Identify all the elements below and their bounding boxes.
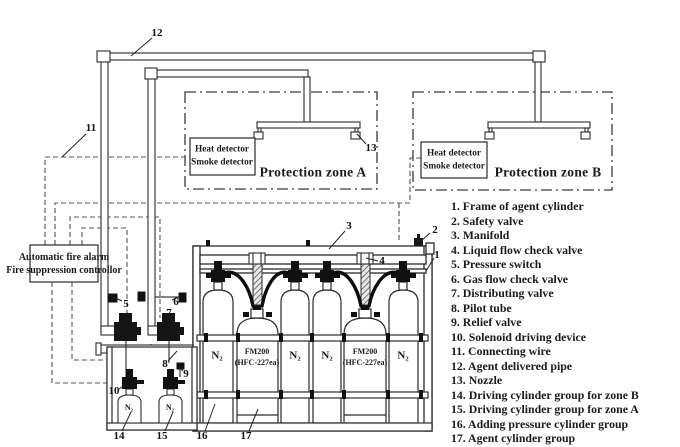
zone-a-border	[184, 91, 378, 190]
callout-17: 17	[240, 430, 252, 442]
legend-item: 2. Safety valve	[451, 213, 524, 228]
liquid-flow-check-valves	[248, 252, 374, 265]
controller-label-line1: Automatic fire alarm	[18, 252, 110, 263]
legend-item: 3. Manifold	[451, 228, 510, 242]
safety-valve	[414, 234, 423, 246]
zone-b-smoke-detector-label: Smoke detector	[423, 161, 485, 172]
callout-16: 16	[196, 430, 208, 442]
legend-item: 14. Driving cylinder group for zone B	[451, 387, 639, 402]
nozzle-icon	[580, 131, 591, 140]
callout-12: 12	[151, 27, 163, 39]
fm200-label-line1: FM200	[244, 347, 270, 356]
callout-5: 5	[123, 298, 129, 310]
fm200-top-fittings	[243, 304, 380, 317]
legend-item: 15. Driving cylinder group for zone A	[451, 402, 639, 416]
fm200-label-line2: (HFC-227ea)	[342, 358, 388, 367]
fm200-label-line1: FM200	[352, 347, 378, 356]
legend-item: 8. Pilot tube	[451, 300, 512, 315]
legend-item: 16. Adding pressure cylinder group	[451, 416, 629, 431]
legend-item: 17. Agent cylinder group	[451, 431, 576, 445]
manifold	[199, 254, 427, 265]
callout-4: 4	[379, 255, 385, 267]
callout-13: 13	[365, 142, 377, 154]
callout-14: 14	[113, 430, 125, 442]
n2-cylinder-valves	[206, 261, 416, 282]
legend-item: 1. Frame of agent cylinder	[451, 199, 584, 213]
callout-7: 7	[166, 307, 172, 319]
n2-cylinder-label: N₂	[321, 349, 333, 362]
n2-cylinder-label: N₂	[211, 349, 223, 362]
n2-cylinder-label: N₂	[397, 349, 409, 362]
legend-item: 6. Gas flow check valve	[451, 271, 568, 286]
driving-cylinders	[117, 341, 183, 424]
callout-11: 11	[85, 122, 97, 134]
legend-item: 5. Pressure switch	[451, 257, 542, 271]
nozzle-icon	[350, 131, 361, 140]
callout-6: 6	[173, 296, 179, 308]
driving-n2-label: N₂	[165, 403, 175, 412]
pressure-switch	[107, 293, 118, 303]
driving-n2-label: N₂	[124, 403, 134, 412]
callout-1: 1	[434, 249, 440, 261]
callout-9: 9	[183, 368, 189, 380]
legend-item: 10. Solenoid driving device	[451, 329, 587, 344]
controller-box	[29, 244, 99, 283]
legend-item: 9. Relief valve	[451, 315, 522, 329]
callout-8: 8	[162, 358, 168, 370]
callout-2: 2	[432, 224, 438, 236]
agent-delivered-pipes	[95, 50, 546, 356]
rail-bolts	[204, 240, 423, 399]
zone-b-border	[412, 91, 613, 191]
zone-a-heat-detector-label: Heat detector	[195, 144, 249, 155]
legend-item: 13. Nozzle	[451, 373, 503, 387]
nozzle-tree-zone-a	[253, 121, 361, 140]
connecting-wires	[44, 156, 421, 384]
fm200-label-line2: (HFC-227ea)	[234, 358, 280, 367]
hoses	[222, 270, 400, 308]
nozzle-tree-zone-b	[484, 121, 591, 140]
legend-item: 4. Liquid flow check valve	[451, 242, 583, 257]
distributing-valves	[114, 313, 184, 341]
legend-item: 7. Distributing valve	[451, 286, 554, 300]
adding-pressure-cylinders	[202, 281, 419, 424]
callout-10: 10	[108, 385, 120, 397]
solenoid-driving-devices	[122, 369, 185, 389]
zone-b-heat-detector-label: Heat detector	[427, 148, 481, 159]
gas-flow-check-valves	[137, 291, 187, 303]
detector-box-zone-a	[189, 137, 256, 176]
callout-15: 15	[156, 430, 168, 442]
detector-box-zone-b	[420, 141, 488, 179]
legend-item: 11. Connecting wire	[451, 344, 551, 358]
zone-b-label: Protection zone B	[494, 164, 602, 180]
n2-cylinder-label: N₂	[289, 349, 301, 362]
nozzle-icon	[484, 131, 495, 140]
callout-3: 3	[346, 220, 352, 232]
nozzle-icon	[253, 131, 264, 140]
legend-item: 12. Agent delivered pipe	[451, 358, 573, 373]
callout-leaders	[61, 37, 435, 432]
zone-a-smoke-detector-label: Smoke detector	[191, 157, 253, 168]
controller-label-line2: Fire suppression controllor	[6, 265, 122, 276]
zone-a-label: Protection zone A	[259, 164, 367, 180]
